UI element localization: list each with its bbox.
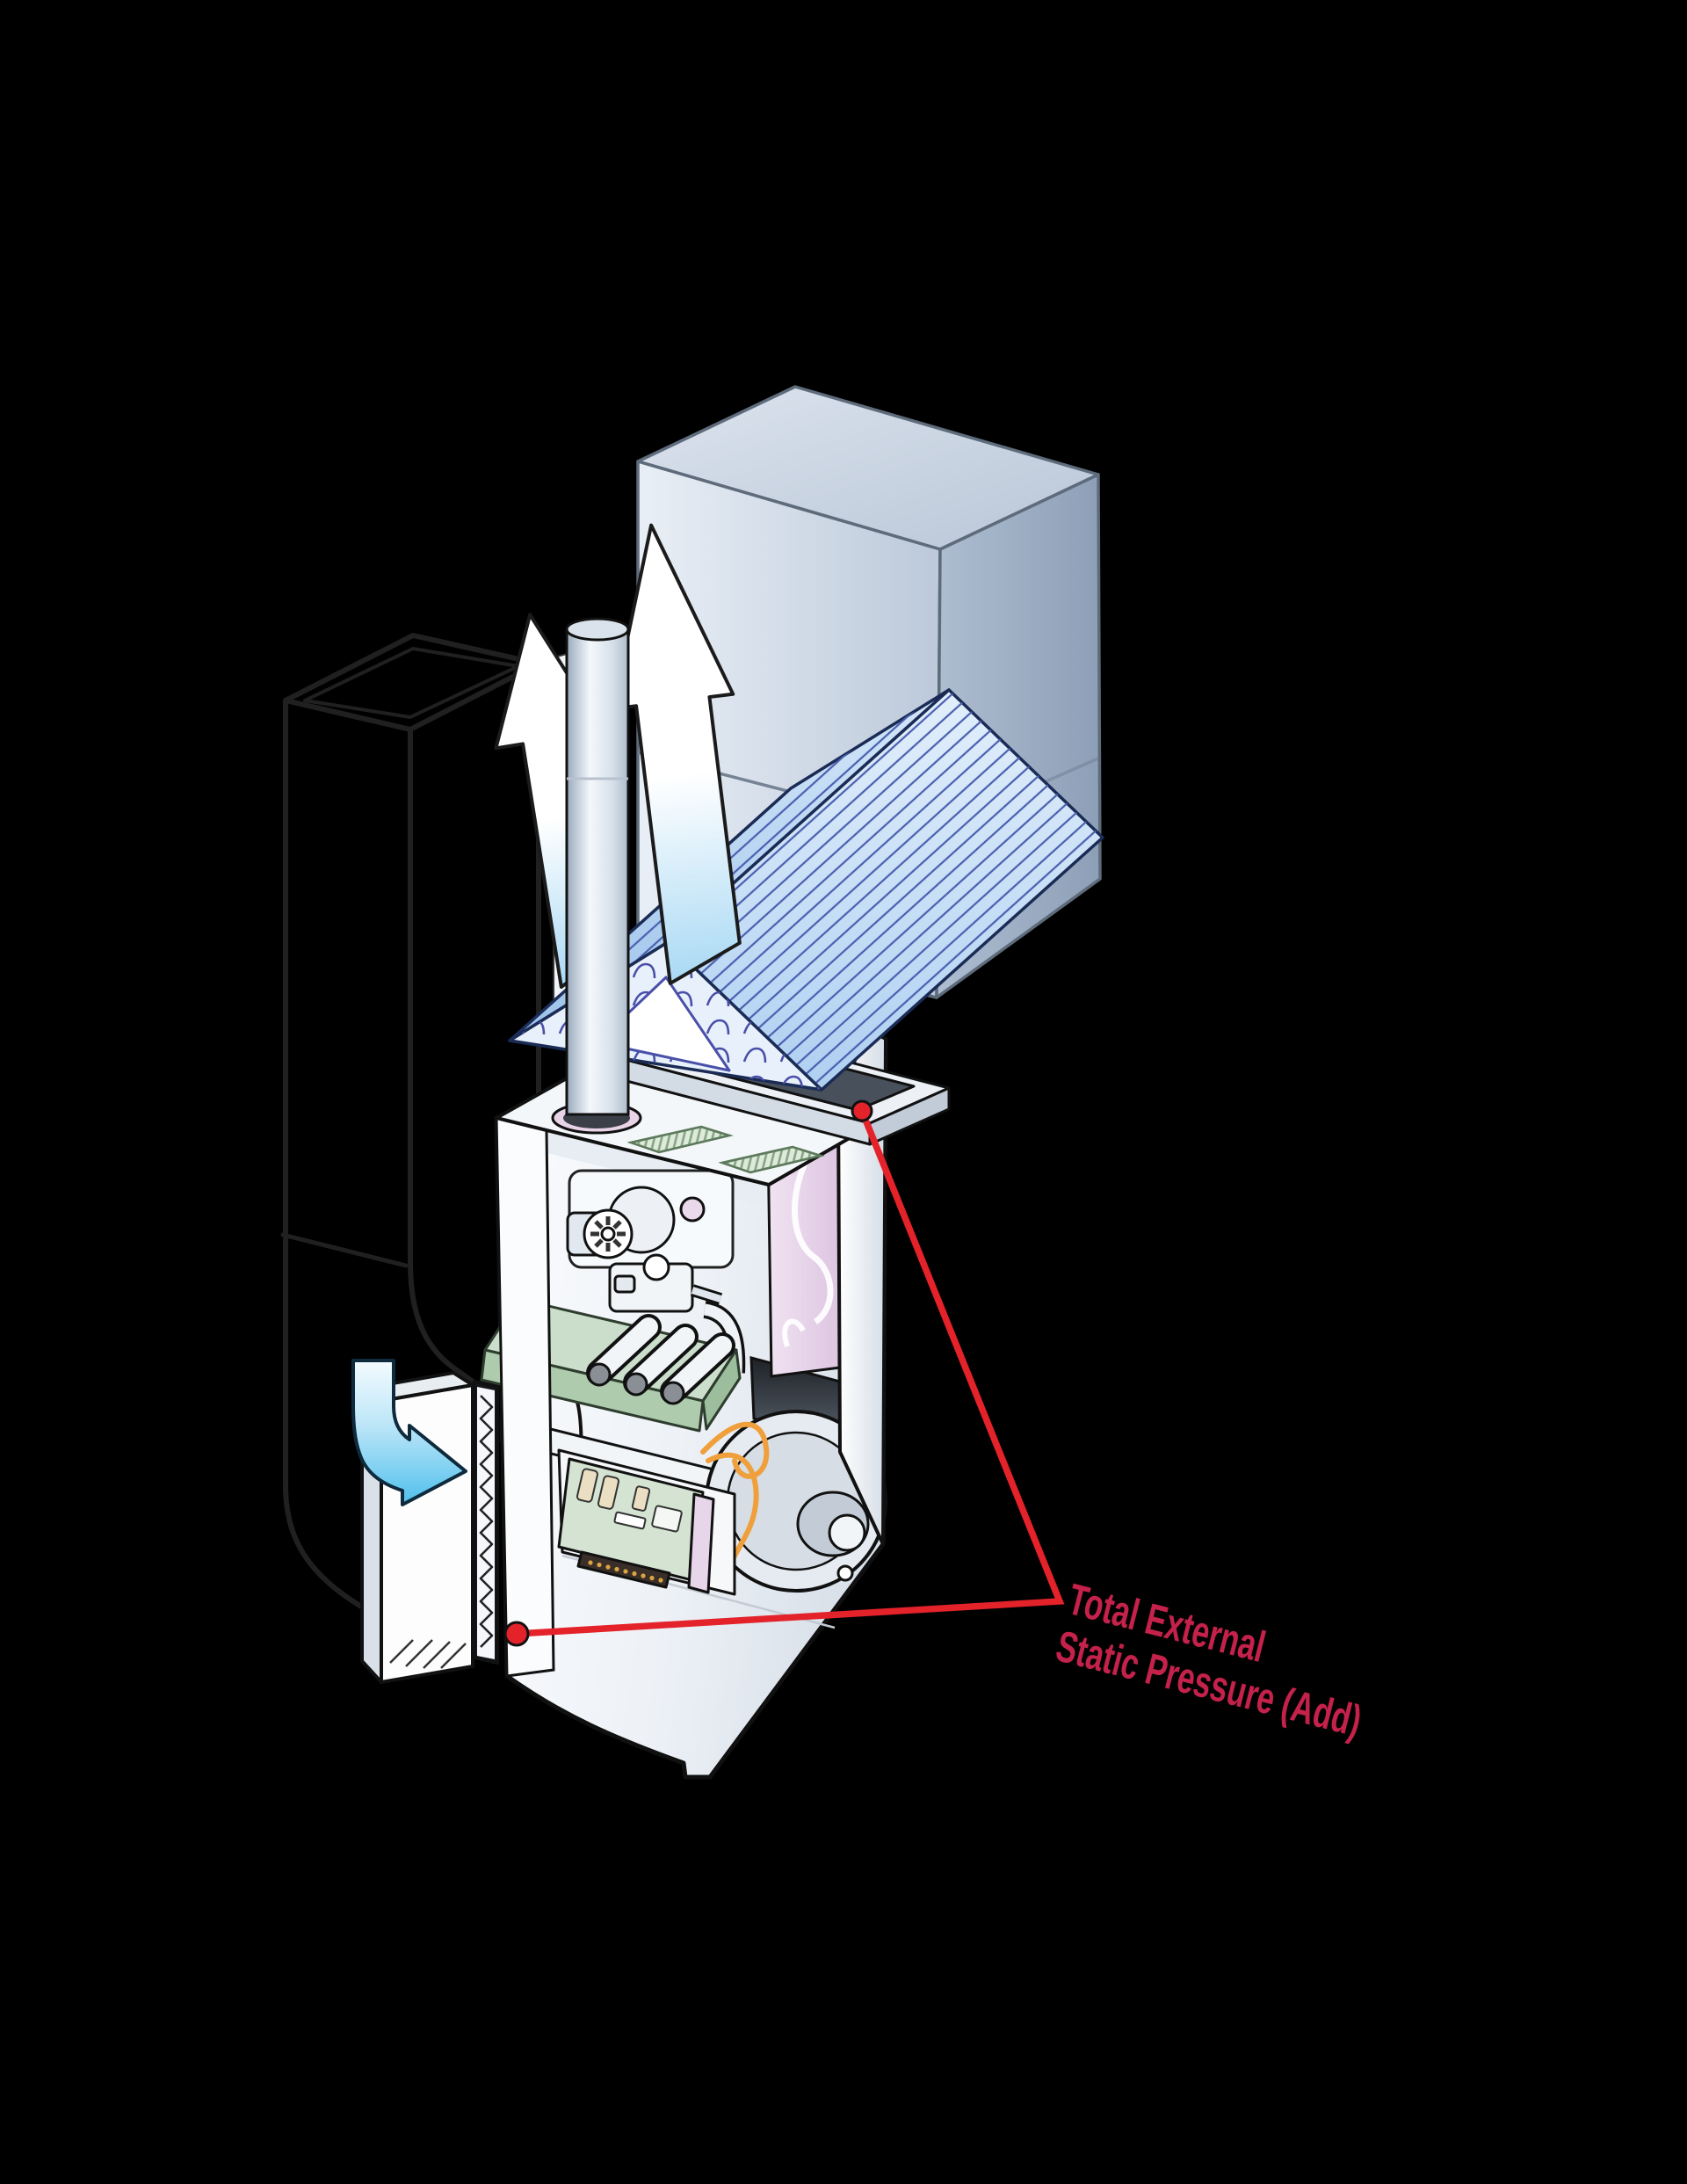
heat-exchanger-tube [792, 1143, 834, 1324]
flue-pipe [551, 617, 642, 1135]
control-board [557, 1448, 736, 1596]
inducer-port [679, 1196, 706, 1223]
return-air-arrow-icon [351, 1359, 467, 1506]
up-arrow-icon [611, 523, 742, 985]
cabinet-left-frame [495, 1116, 555, 1678]
supply-arrow-right [611, 523, 742, 985]
gas-valve [608, 1253, 723, 1313]
blower-wires [700, 1421, 770, 1576]
return-duct-front-edge [408, 727, 488, 1393]
inducer-motor [566, 1186, 706, 1259]
coil-a-notch [596, 976, 731, 1072]
board-edge-connector [576, 1550, 671, 1589]
flue-pipe-body [565, 628, 630, 1116]
callout-line [516, 1109, 1065, 1637]
top-vents [626, 1125, 825, 1174]
callout-marker-return [503, 1621, 530, 1647]
furnace-cabinet [480, 1027, 888, 1780]
burner-tubes [586, 1314, 735, 1405]
board-capacitor [687, 1492, 715, 1594]
flue-pipe-top [565, 617, 630, 642]
burner-tray-side [701, 1348, 742, 1431]
callout-marker-supply [851, 1099, 873, 1122]
filter-media-pleats [479, 1395, 494, 1648]
